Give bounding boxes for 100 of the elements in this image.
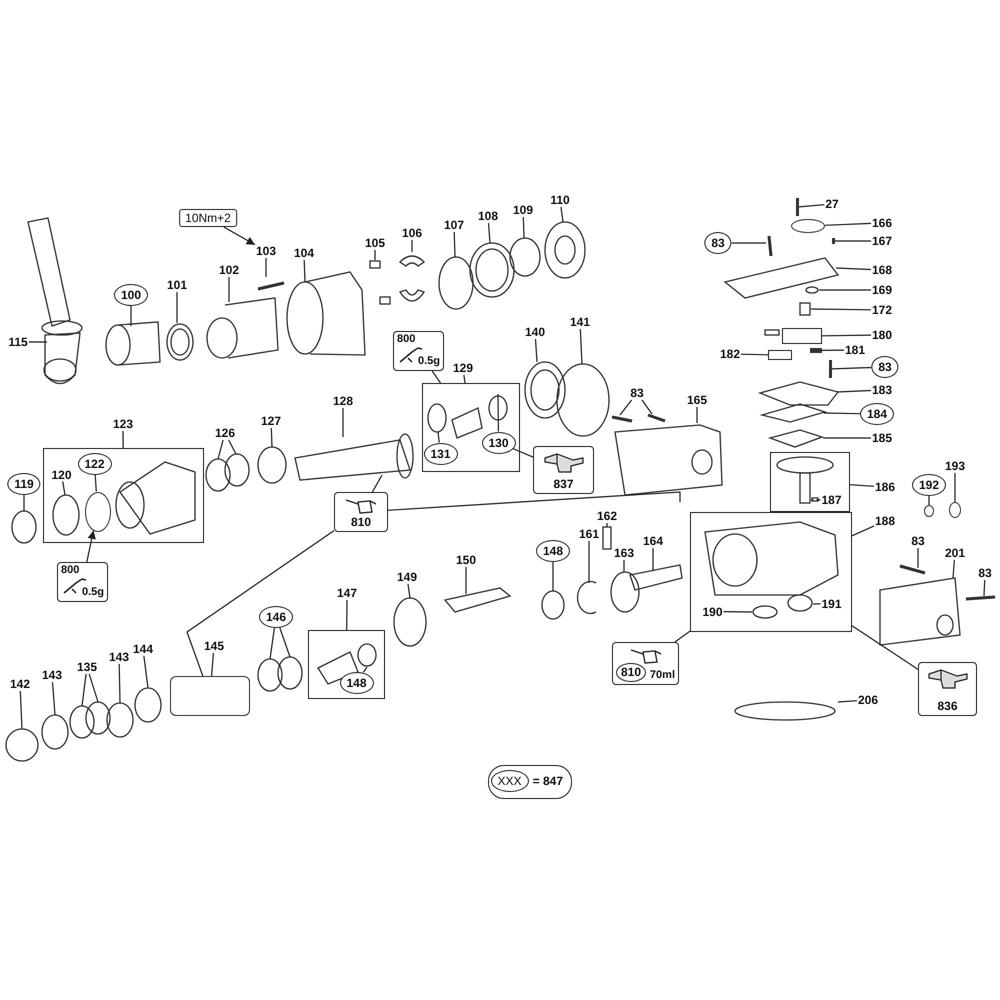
- callout-number: 837: [552, 478, 575, 491]
- leader-line: [642, 400, 652, 414]
- leader-line: [342, 408, 344, 437]
- callout-box: [533, 446, 594, 494]
- callout-number: 810: [350, 516, 372, 529]
- leader-line: [23, 495, 25, 511]
- leader-line: [407, 584, 411, 598]
- leader-line: [512, 448, 534, 458]
- callout-number: 135: [76, 660, 98, 674]
- leader-line: [822, 350, 844, 351]
- circled-callout-number: 148: [536, 540, 570, 562]
- circled-callout-number: 192: [912, 474, 946, 496]
- callout-number: 126: [214, 426, 236, 440]
- screw-drawing: [810, 348, 822, 353]
- leader-line: [835, 240, 871, 242]
- callout-number: 183: [870, 383, 894, 397]
- leader-line: [346, 600, 348, 630]
- callout-number: 836: [936, 700, 959, 713]
- assembly-frame: [422, 383, 520, 472]
- callout-number: 105: [364, 236, 386, 250]
- callout-number: 143: [40, 668, 64, 682]
- leader-line: [186, 530, 334, 676]
- leader-line: [279, 628, 291, 658]
- round-part-drawing: [924, 505, 934, 517]
- leader-line: [130, 306, 132, 326]
- leader-line: [304, 260, 306, 282]
- leader-line: [852, 625, 918, 670]
- callout-number: 140: [524, 325, 546, 339]
- leader-line: [838, 700, 858, 703]
- callout-number: 172: [870, 303, 894, 317]
- leader-line: [118, 664, 121, 704]
- leader-line: [606, 523, 608, 527]
- leader-line: [454, 232, 456, 258]
- callout-number: 193: [944, 459, 966, 473]
- circled-callout-number: 131: [423, 442, 458, 464]
- leader-line: [850, 484, 874, 487]
- callout-number: 107: [442, 218, 466, 232]
- leader-line: [270, 428, 273, 448]
- callout-number: 181: [844, 343, 866, 357]
- assembly-frame: [308, 630, 385, 699]
- arrow: [86, 530, 96, 562]
- callout-number: 109: [512, 203, 534, 217]
- leader-line: [411, 240, 413, 252]
- screw-drawing: [829, 360, 832, 378]
- callout-number: 186: [874, 480, 896, 494]
- leader-line: [952, 560, 955, 578]
- leader-line: [812, 603, 821, 605]
- callout-number: 104: [292, 246, 316, 260]
- callout-number: 83: [629, 386, 645, 400]
- callout-box: [393, 331, 444, 371]
- callout-number: 185: [870, 431, 894, 445]
- leader-line: [94, 474, 97, 492]
- part-drawing: [782, 328, 822, 344]
- callout-number: 101: [166, 278, 188, 292]
- callout-box: [57, 562, 108, 602]
- torque-note: 10Nm+2: [179, 209, 237, 227]
- assembly-frame: [43, 448, 204, 543]
- callout-number: 102: [218, 263, 240, 277]
- leader-line: [228, 277, 230, 302]
- screw-drawing: [832, 238, 835, 244]
- leader-line: [732, 242, 766, 244]
- leader-line: [552, 562, 554, 591]
- callout-number: 188: [874, 514, 896, 528]
- leader-line: [362, 666, 368, 673]
- circled-callout-number: 130: [481, 432, 516, 454]
- leader-line: [217, 440, 224, 460]
- leader-line: [28, 341, 47, 343]
- circled-callout-number: 810: [616, 663, 646, 682]
- callout-box: [334, 492, 388, 532]
- callout-number: 191: [820, 596, 843, 610]
- callout-number: 110: [549, 193, 571, 207]
- round-part-drawing: [791, 219, 825, 233]
- circled-callout-number: 83: [704, 232, 732, 254]
- callout-number: 27: [824, 197, 840, 211]
- leader-line: [81, 674, 87, 706]
- callout-number: 182: [718, 347, 742, 361]
- leader-line: [465, 567, 467, 594]
- callout-number: 129: [452, 361, 474, 375]
- leader-line: [176, 292, 178, 323]
- leader-line: [810, 499, 821, 501]
- leader-line: [488, 222, 491, 244]
- callout-number: 165: [686, 393, 708, 407]
- leader-line: [652, 548, 654, 571]
- callout-number: 141: [568, 315, 592, 329]
- callout-number: 120: [50, 468, 73, 482]
- leader-line: [522, 216, 525, 238]
- callout-number: 147: [336, 586, 358, 600]
- leader-line: [696, 407, 698, 423]
- callout-number: 800: [397, 333, 416, 346]
- callout-number: 142: [8, 677, 32, 691]
- cylinder-drawing: [170, 676, 250, 716]
- leader-line: [437, 432, 440, 443]
- quantity-label: 0.5g: [418, 355, 440, 368]
- callout-number: 190: [701, 604, 724, 618]
- callout-number: 108: [476, 209, 500, 223]
- circled-callout-number: 148: [339, 672, 374, 694]
- leader-line: [852, 525, 874, 536]
- leader-line: [811, 308, 871, 310]
- leader-line: [432, 370, 441, 384]
- key-box: [488, 765, 572, 799]
